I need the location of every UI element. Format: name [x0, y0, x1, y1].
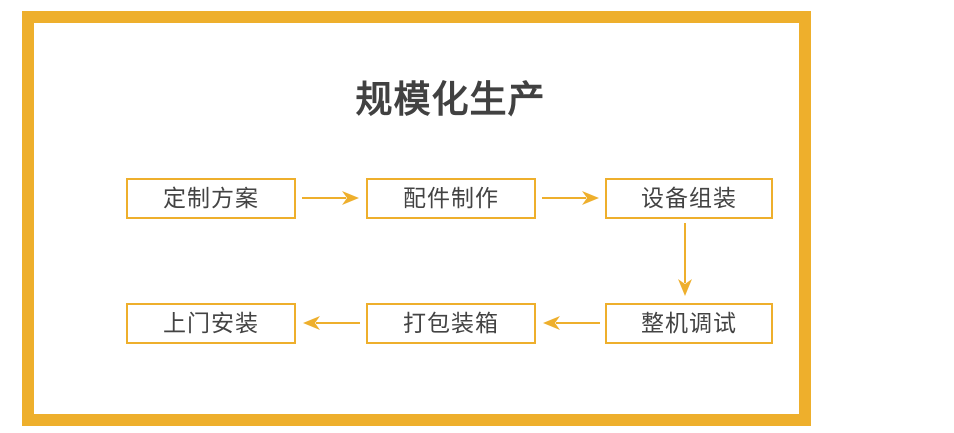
arrow-down-icon — [672, 223, 698, 297]
flow-node-label: 定制方案 — [163, 185, 259, 211]
gold-border-frame: 规模化生产 定制方案 配件制作 设备组装 — [22, 11, 811, 426]
flow-node-custom-plan[interactable]: 定制方案 — [126, 178, 296, 219]
flow-node-label: 打包装箱 — [403, 310, 499, 336]
flow-node-parts-manufacture[interactable]: 配件制作 — [366, 178, 536, 219]
flow-node-label: 设备组装 — [641, 185, 737, 211]
flow-node-equipment-assembly[interactable]: 设备组装 — [605, 178, 773, 219]
flow-node-onsite-install[interactable]: 上门安装 — [126, 303, 296, 344]
flow-node-machine-debug[interactable]: 整机调试 — [605, 303, 773, 344]
arrow-left-icon-1 — [542, 310, 600, 336]
flow-node-packing[interactable]: 打包装箱 — [366, 303, 536, 344]
arrow-left-icon-2 — [302, 310, 360, 336]
page-title: 规模化生产 — [355, 79, 546, 120]
flow-node-label: 配件制作 — [403, 185, 499, 211]
flow-node-label: 上门安装 — [163, 310, 259, 336]
arrow-right-icon-1 — [302, 185, 360, 211]
arrow-right-icon-2 — [542, 185, 600, 211]
flow-node-label: 整机调试 — [641, 310, 737, 336]
